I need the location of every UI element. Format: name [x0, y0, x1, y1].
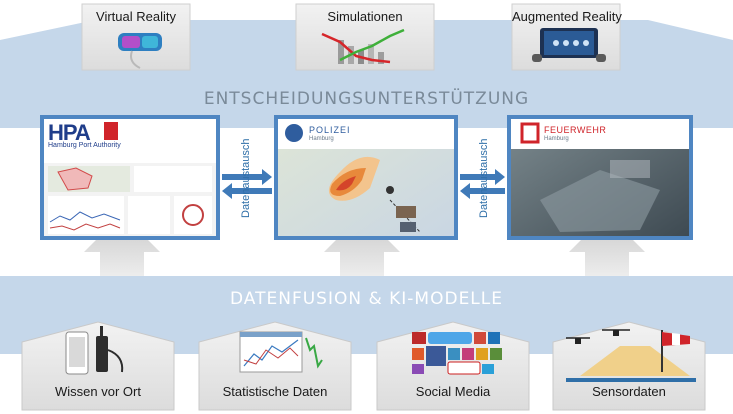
- up-arrows: [84, 214, 645, 276]
- feuerwehr-screen: [511, 119, 689, 236]
- wissen-label: Wissen vor Ort: [55, 384, 141, 399]
- exchange-label-right: Datenaustausch: [478, 138, 490, 219]
- sensor-drones-icon: [566, 329, 696, 382]
- exchange-label-left: Datenaustausch: [240, 138, 252, 219]
- feuerwehr-name: FEUERWEHR: [544, 125, 607, 135]
- ar-label: Augmented Reality: [512, 9, 622, 24]
- sensor-label: Sensordaten: [592, 384, 666, 399]
- polizei-name: POLIZEI: [309, 125, 351, 135]
- vr-label: Virtual Reality: [96, 9, 176, 24]
- feuerwehr-sub: Hamburg: [544, 136, 569, 142]
- decision-support-title: ENTSCHEIDUNGSUNTERSTÜTZUNG: [203, 89, 530, 109]
- hpa-logo: HPA: [48, 120, 91, 145]
- social-logos-icon: [412, 332, 502, 375]
- hpa-name: Hamburg Port Authority: [48, 142, 121, 149]
- polizei-screen: [278, 119, 454, 236]
- vr-headset-icon: [118, 33, 162, 69]
- statistics-screen-icon: [239, 331, 323, 373]
- hpa-screen: [44, 119, 216, 236]
- simulation-chart-icon: [321, 28, 405, 64]
- exchange-arrows: [222, 169, 505, 199]
- phone-radio-icon: [65, 326, 124, 375]
- statistik-label: Statistische Daten: [222, 384, 328, 399]
- social-media-label: Social Media: [415, 384, 491, 399]
- polizei-sub: Hamburg: [309, 136, 334, 142]
- ar-tablet-icon: [532, 28, 606, 62]
- data-fusion-title: DATENFUSION & KI-MODELLE: [230, 289, 503, 309]
- simulation-label: Simulationen: [327, 9, 403, 24]
